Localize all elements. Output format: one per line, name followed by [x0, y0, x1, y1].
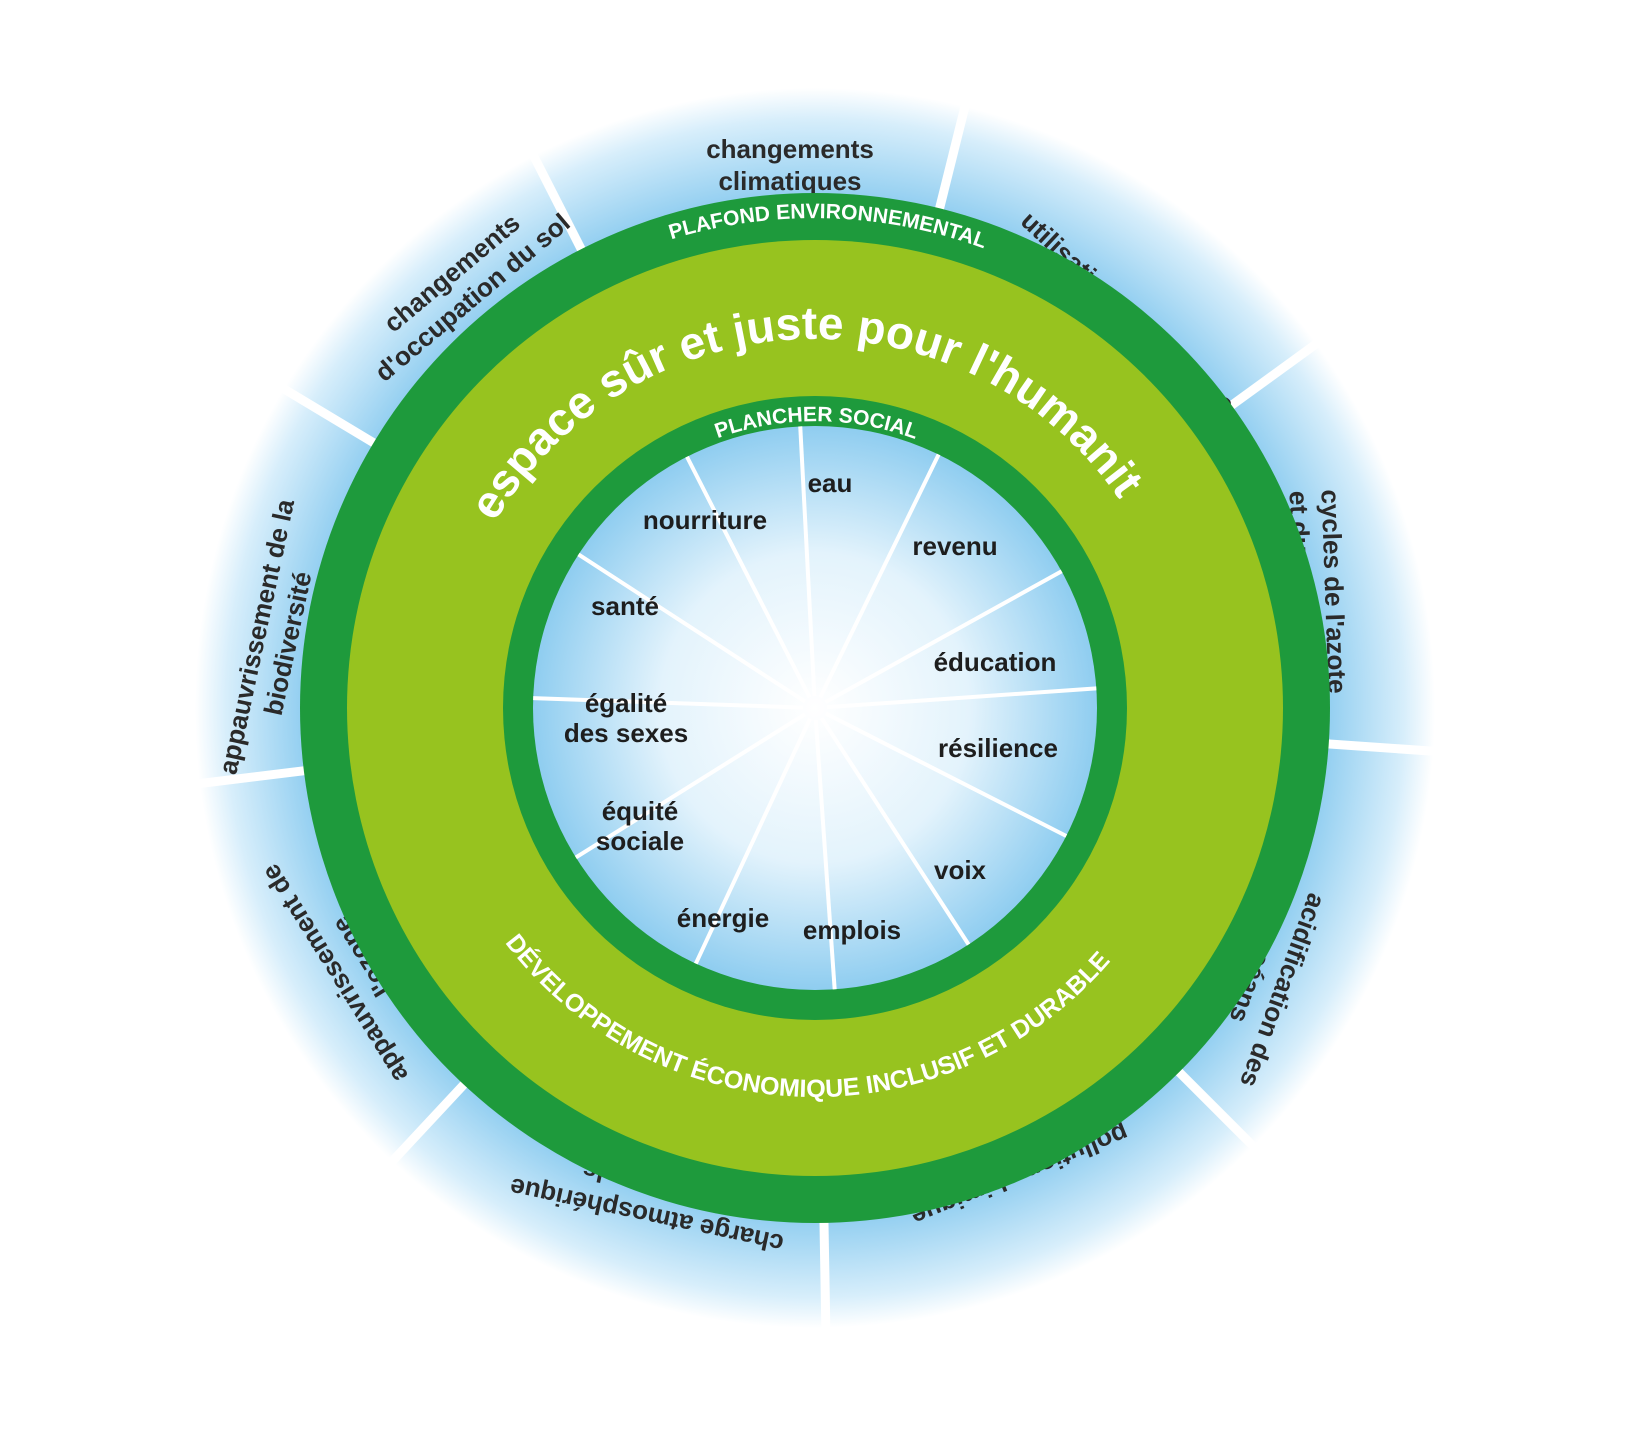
floor-label-line: santé [591, 591, 659, 621]
floor-sector-label-4: résilience [938, 733, 1058, 763]
floor-label-line: revenu [912, 531, 997, 561]
floor-label-line: nourriture [643, 505, 767, 535]
floor-sector-label-6: emplois [803, 915, 901, 945]
floor-sector-label-7: énergie [677, 903, 770, 933]
inner-divider-10 [533, 696, 804, 710]
ceiling-label-line: changements [706, 134, 874, 164]
inner-divider-7 [813, 719, 837, 990]
outer-divider-8 [179, 765, 315, 791]
outer-divider-2 [932, 85, 975, 220]
inner-divider-3 [824, 569, 1063, 704]
floor-label-line: emplois [803, 915, 901, 945]
inner-sector-labels: eau revenu éducation résilience voix emplois é… [564, 468, 1058, 945]
outer-divider-6 [819, 1212, 831, 1348]
floor-label-line: énergie [677, 903, 770, 933]
social-shortfall-zone [533, 426, 1097, 990]
outer-divider-3 [1220, 328, 1336, 415]
inner-divider-11 [577, 552, 807, 704]
floor-sector-label-10: santé [591, 591, 659, 621]
floor-label-line: éducation [934, 647, 1057, 677]
floor-label-line: équité [602, 796, 679, 826]
floor-sector-label-1: eau [808, 468, 853, 498]
outer-divider-9 [264, 374, 385, 452]
floor-sector-label-3: éducation [934, 647, 1057, 677]
inner-divider-5 [824, 711, 1068, 838]
inner-divider-2 [818, 453, 941, 699]
floor-label-line: résilience [938, 733, 1058, 763]
ceiling-label-line: climatiques [718, 166, 861, 196]
inner-divider-6 [819, 716, 971, 946]
floor-sector-label-5: voix [934, 855, 987, 885]
outer-divider-1 [520, 135, 590, 261]
outer-sector-dividers [179, 85, 1454, 1348]
floor-sector-label-2: revenu [912, 531, 997, 561]
outer-divider-7 [375, 1074, 474, 1180]
inner-divider-4 [826, 686, 1097, 710]
outer-divider-5 [1168, 1061, 1271, 1164]
inner-divider-9 [574, 712, 806, 860]
inner-divider-12 [685, 455, 812, 699]
inner-divider-1 [798, 426, 817, 697]
floor-sector-label-11: nourriture [643, 505, 767, 535]
inner-sector-dividers [533, 426, 1097, 990]
floor-label-line: sociale [596, 826, 684, 856]
floor-label-line: des sexes [564, 718, 688, 748]
floor-label-line: eau [808, 468, 853, 498]
floor-label-line: voix [934, 855, 987, 885]
outer-divider-4 [1318, 738, 1454, 758]
inner-divider-8 [694, 718, 812, 965]
floor-label-line: égalité [585, 688, 667, 718]
